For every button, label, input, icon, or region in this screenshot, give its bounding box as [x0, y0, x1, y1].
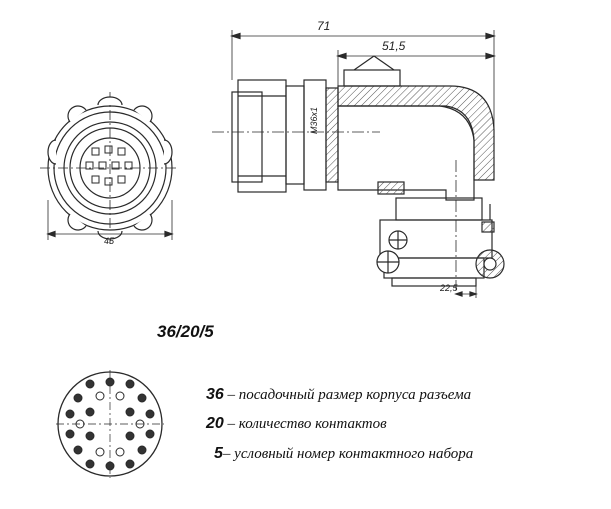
dim-flange-diameter: 45 [104, 236, 115, 246]
connector-code: 36/20/5 [157, 322, 214, 341]
legend-text: – количество контактов [223, 416, 387, 432]
legend-num: 20 [206, 415, 224, 432]
side-view [212, 30, 505, 298]
front-view [40, 92, 178, 244]
legend-text: – условный номер контактного набора [222, 446, 474, 462]
legend-num: 36 [206, 386, 224, 403]
contact-layout [56, 370, 164, 478]
dim-thread: M36x1 [309, 107, 319, 134]
legend-num: 5 [214, 445, 223, 462]
legend-row-contacts: 20 – количество контактов [206, 415, 387, 433]
dim-body-length: 51,5 [382, 39, 406, 53]
legend-row-size: 36 – посадочный размер корпуса разъема [206, 386, 471, 404]
dim-mount-offset: 22,5 [439, 283, 459, 293]
legend-text: – посадочный размер корпуса разъема [223, 387, 472, 403]
contact-pins [65, 377, 155, 471]
front-contacts [85, 145, 133, 186]
legend-row-set: 5– условный номер контактного набора [214, 445, 473, 463]
flange-lugs [47, 96, 173, 240]
dim-overall-length: 71 [317, 19, 330, 33]
